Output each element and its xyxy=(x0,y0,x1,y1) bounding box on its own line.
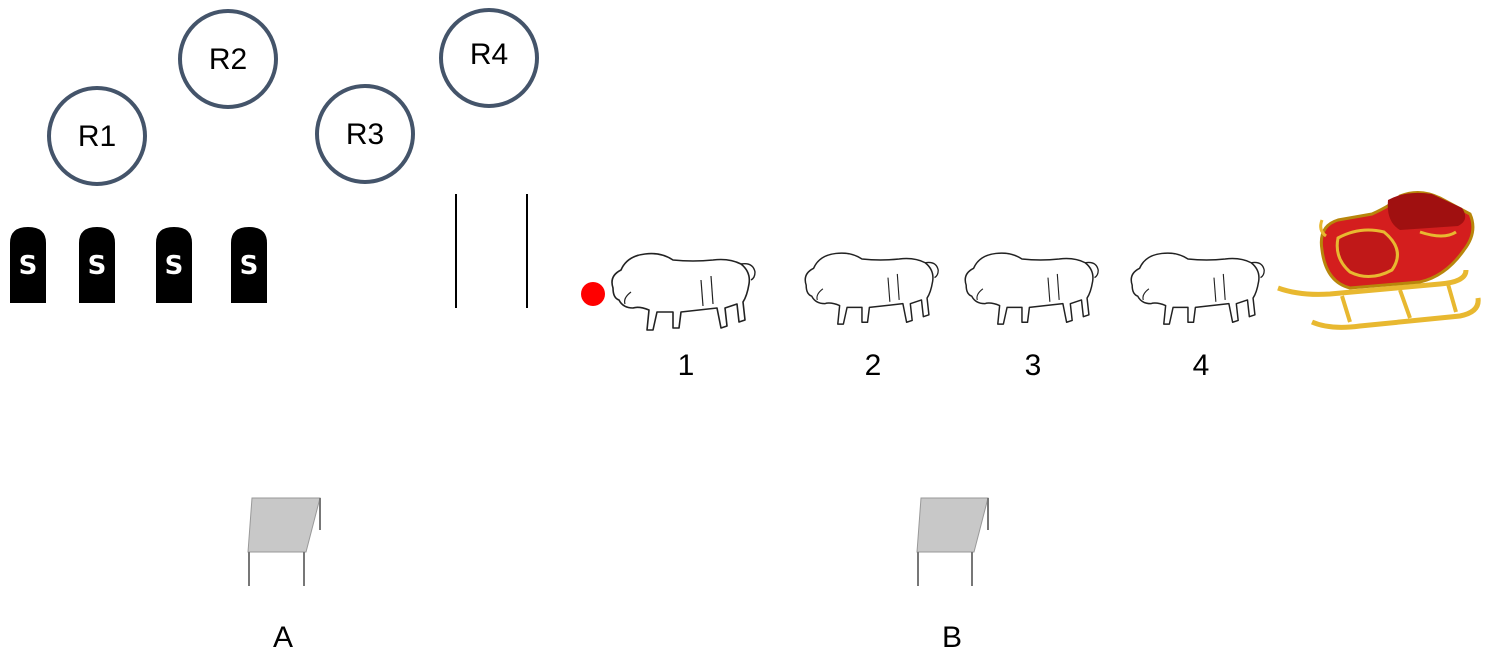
sign-s-4: S xyxy=(231,227,267,303)
sign-s-3: S xyxy=(156,227,192,303)
bison-number: 3 xyxy=(1025,349,1042,382)
reindeer-label: R4 xyxy=(470,38,508,71)
reindeer-label: R1 xyxy=(78,120,116,153)
reindeer-circle-r4: R4 xyxy=(439,8,539,108)
bison-number: 2 xyxy=(865,349,882,382)
reindeer-circle-r3: R3 xyxy=(315,84,415,184)
bison-number: 1 xyxy=(678,349,695,382)
bison-number: 4 xyxy=(1193,349,1210,382)
reindeer-label: R2 xyxy=(209,43,247,76)
sleigh-illustration xyxy=(1277,191,1481,330)
red-marker-dot xyxy=(581,282,605,306)
reindeer-label: R3 xyxy=(346,118,384,151)
reindeer-circle-r2: R2 xyxy=(178,9,278,109)
bison-2: 2 xyxy=(804,252,939,382)
bison-4: 4 xyxy=(1130,252,1265,382)
sign-letter: S xyxy=(240,251,259,281)
table-label: A xyxy=(273,621,293,652)
sign-letter: S xyxy=(165,251,184,281)
table-b: B xyxy=(916,497,989,652)
table-label: B xyxy=(942,621,962,652)
sign-letter: S xyxy=(19,251,38,281)
sign-s-2: S xyxy=(79,227,115,303)
bison-3: 3 xyxy=(964,252,1099,382)
sign-s-1: S xyxy=(10,227,46,303)
table-a: A xyxy=(247,497,321,652)
sign-letter: S xyxy=(88,251,107,281)
reindeer-circle-r1: R1 xyxy=(47,86,147,186)
bison-1: 1 xyxy=(611,252,756,382)
